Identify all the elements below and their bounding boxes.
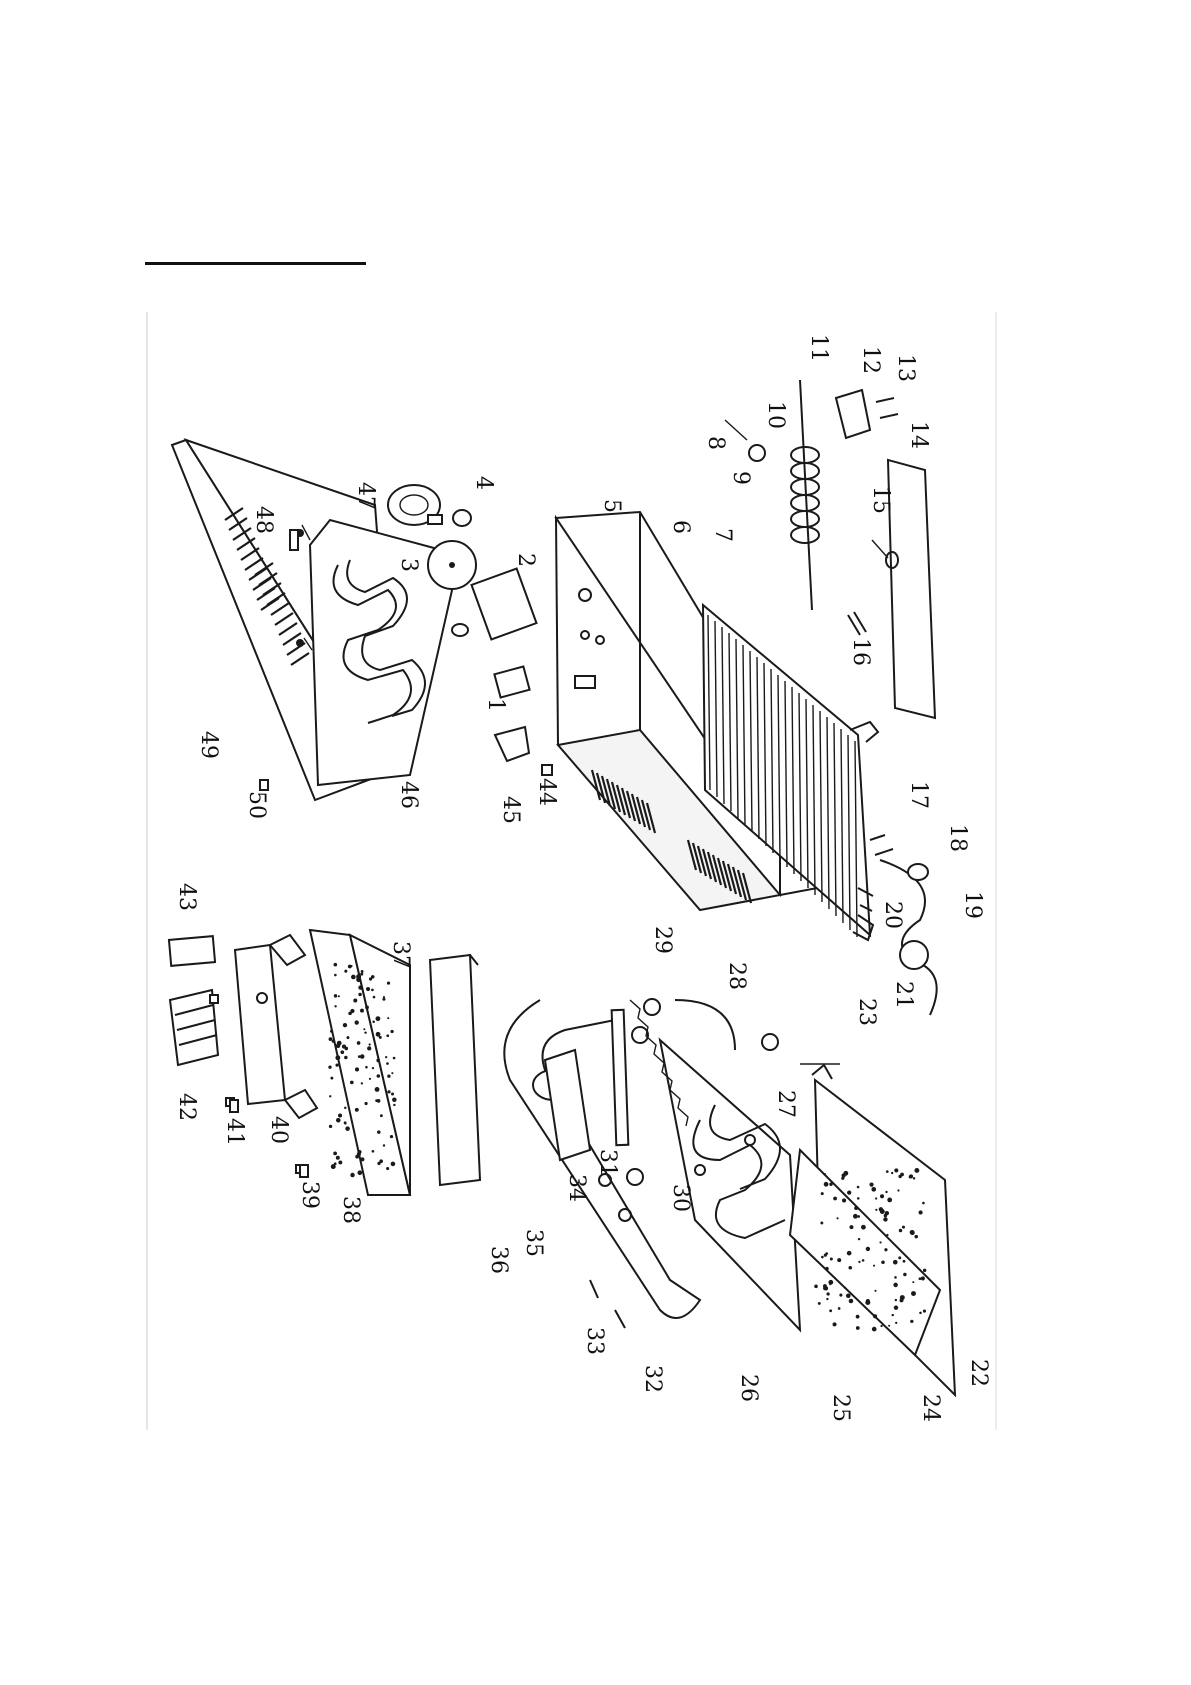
callout-13: 13: [893, 354, 918, 382]
part-36-support-bar: [430, 955, 480, 1185]
callout-41: 41: [222, 1118, 247, 1146]
callout-24: 24: [918, 1394, 943, 1422]
callout-2: 2: [513, 553, 538, 567]
callout-1: 1: [483, 698, 508, 712]
callout-33: 33: [582, 1327, 607, 1355]
callout-22: 22: [966, 1359, 991, 1387]
callout-21: 21: [891, 981, 916, 1009]
callout-38: 38: [338, 1196, 363, 1224]
callout-12: 12: [858, 346, 883, 374]
callout-35: 35: [521, 1229, 546, 1257]
callout-44: 44: [534, 778, 559, 806]
callout-45: 45: [498, 796, 523, 824]
callout-30: 30: [668, 1184, 693, 1212]
callout-29: 29: [650, 926, 675, 954]
callout-6: 6: [668, 520, 693, 534]
parts-37-38-insulation: [310, 930, 410, 1195]
callout-28: 28: [724, 962, 749, 990]
callout-37: 37: [388, 941, 413, 969]
callout-8: 8: [703, 436, 728, 450]
callout-50: 50: [244, 791, 269, 819]
callout-43: 43: [174, 883, 199, 911]
callout-17: 17: [906, 781, 931, 809]
callout-25: 25: [828, 1394, 853, 1422]
callout-7: 7: [710, 528, 735, 542]
callout-40: 40: [266, 1116, 291, 1144]
callout-23: 23: [854, 998, 879, 1026]
callout-16: 16: [848, 638, 873, 666]
callout-4: 4: [471, 476, 496, 490]
callout-39: 39: [297, 1181, 322, 1209]
callout-15: 15: [868, 486, 893, 514]
callout-3: 3: [396, 558, 421, 572]
parts-22-25-bottom-panel: [790, 1064, 955, 1395]
callout-10: 10: [763, 401, 788, 429]
callout-42: 42: [174, 1093, 199, 1121]
callout-27: 27: [773, 1090, 798, 1118]
callout-20: 20: [880, 901, 905, 929]
callout-46: 46: [396, 781, 421, 809]
callout-31: 31: [595, 1149, 620, 1177]
callout-32: 32: [640, 1365, 665, 1393]
callout-18: 18: [945, 824, 970, 852]
callout-5: 5: [599, 499, 624, 513]
callout-47: 47: [353, 482, 378, 510]
callout-19: 19: [960, 891, 985, 919]
callout-26: 26: [736, 1374, 761, 1402]
callout-14: 14: [906, 421, 931, 449]
callout-9: 9: [728, 471, 753, 485]
callout-11: 11: [806, 334, 831, 362]
callout-49: 49: [196, 731, 221, 759]
callout-48: 48: [251, 506, 276, 534]
callout-34: 34: [564, 1174, 589, 1202]
callout-36: 36: [486, 1246, 511, 1274]
